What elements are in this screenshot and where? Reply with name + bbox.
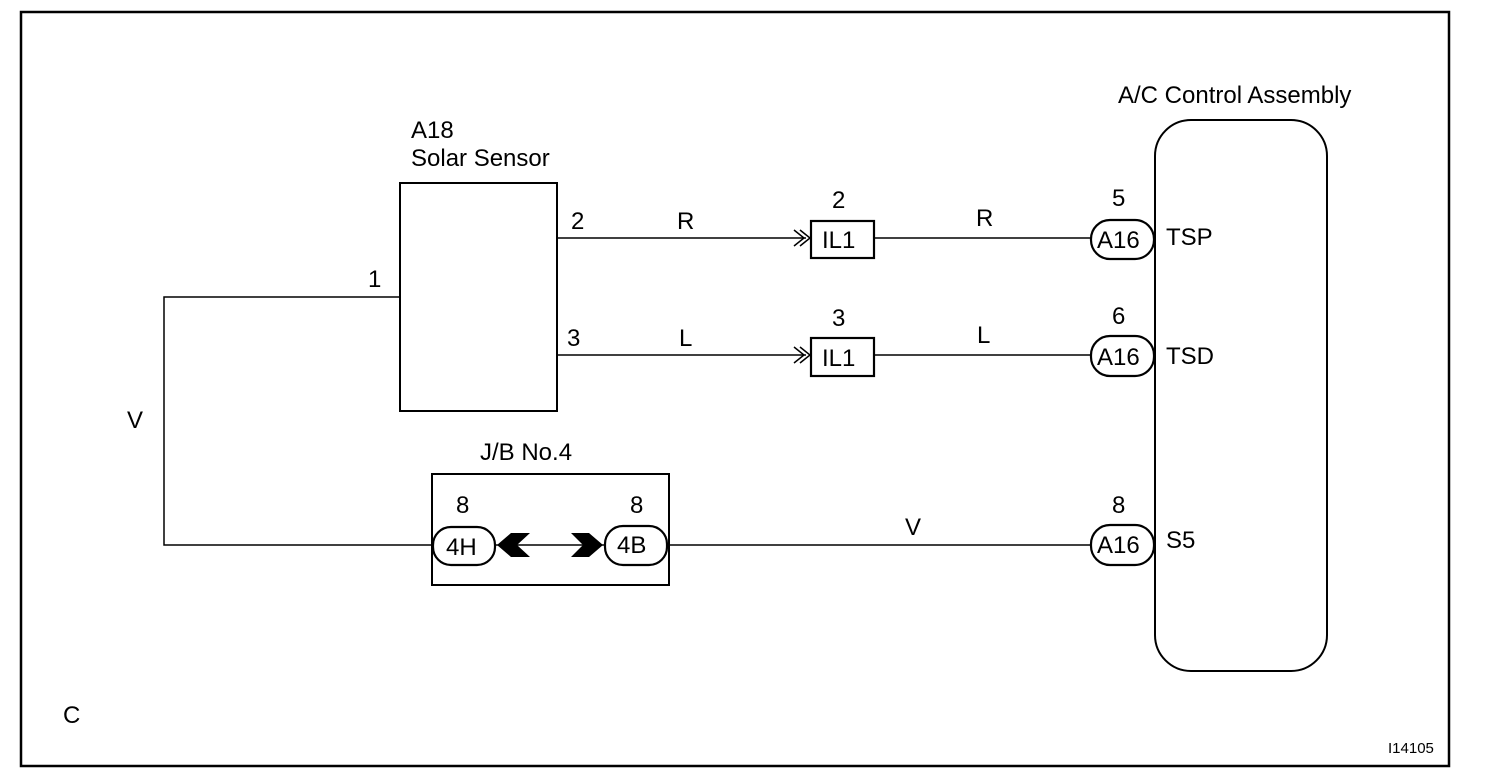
il1-bottom-connector xyxy=(809,336,876,378)
wire-color-l-right: L xyxy=(977,322,990,349)
a16-s5-connector xyxy=(1089,523,1156,567)
il1-top-label: IL1 xyxy=(822,227,855,254)
terminal-tsd: TSD xyxy=(1166,343,1214,370)
solar-sensor-box xyxy=(399,182,558,412)
a16-tsp-pin: 5 xyxy=(1112,185,1125,212)
diagram-frame xyxy=(19,10,1451,768)
jb-4h-pin: 8 xyxy=(456,492,469,519)
ac-control-assembly-box xyxy=(1154,119,1328,672)
wire-v-left xyxy=(163,296,433,546)
solar-sensor-code: A18 xyxy=(411,117,454,144)
sensor-pin-3: 3 xyxy=(567,325,580,352)
jb-4h-label: 4H xyxy=(446,534,477,561)
sensor-pin-1: 1 xyxy=(368,266,381,293)
wire-color-v-bottom: V xyxy=(905,514,921,541)
figure-id: I14105 xyxy=(1388,740,1434,757)
jb-4h-connector xyxy=(431,525,497,567)
il1-top-arrow xyxy=(793,229,806,247)
corner-label: C xyxy=(63,702,80,729)
a16-s5-pin: 8 xyxy=(1112,492,1125,519)
jb-4b-label: 4B xyxy=(617,532,646,559)
wire-color-r-right: R xyxy=(976,205,993,232)
il1-bottom-label: IL1 xyxy=(822,345,855,372)
a16-tsd-connector xyxy=(1089,334,1156,378)
jb-right-chevron-icon xyxy=(571,533,603,557)
terminal-s5: S5 xyxy=(1166,527,1195,554)
sensor-pin-2: 2 xyxy=(571,208,584,235)
ac-control-assembly-label: A/C Control Assembly xyxy=(1118,82,1351,109)
a16-s5-label: A16 xyxy=(1097,532,1140,559)
solar-sensor-name: Solar Sensor xyxy=(411,145,550,172)
wire-color-l-left: L xyxy=(679,325,692,352)
il1-bottom-pin: 3 xyxy=(832,305,845,332)
jb-4b-pin: 8 xyxy=(630,492,643,519)
wire-color-r-left: R xyxy=(677,208,694,235)
il1-top-pin: 2 xyxy=(832,187,845,214)
il1-top-connector xyxy=(809,219,876,260)
il1-bottom-arrow xyxy=(793,346,806,364)
jb-left-chevron-icon xyxy=(497,533,530,557)
wire-color-v-left: V xyxy=(127,407,143,434)
a16-tsp-label: A16 xyxy=(1097,227,1140,254)
terminal-tsp: TSP xyxy=(1166,224,1213,251)
a16-tsd-pin: 6 xyxy=(1112,303,1125,330)
a16-tsd-label: A16 xyxy=(1097,344,1140,371)
a16-tsp-connector xyxy=(1089,218,1156,261)
jb-label: J/B No.4 xyxy=(480,439,572,466)
